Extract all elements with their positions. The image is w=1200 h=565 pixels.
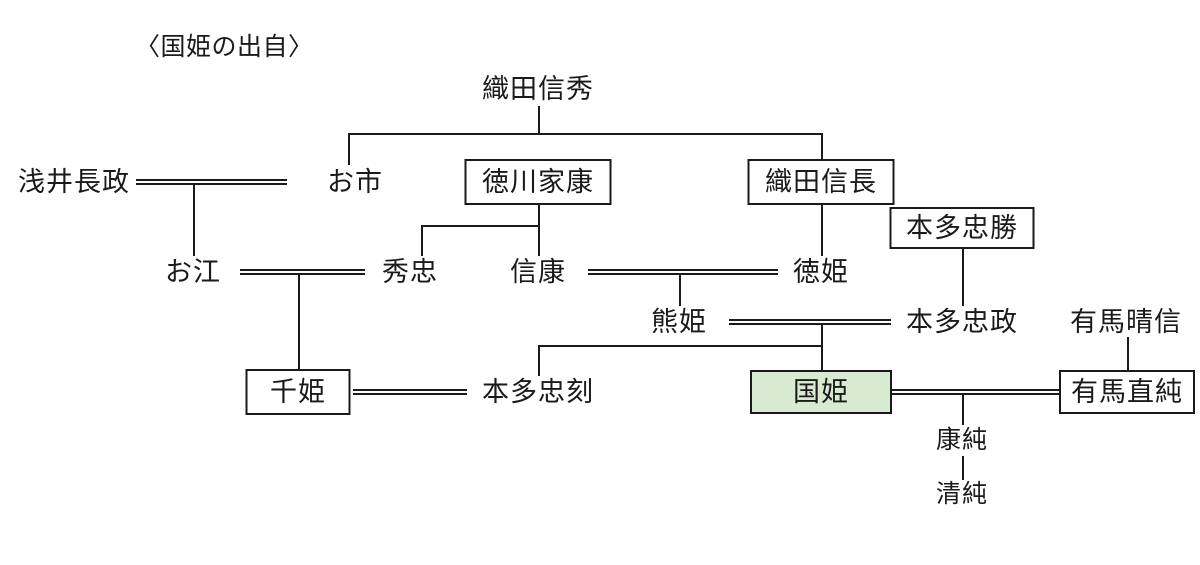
marriage-kumahime-tadamasa [729,319,891,325]
person-honda-tadamasa[interactable]: 本多忠政 [906,306,1018,337]
connector-kuma-to-kunihime [821,345,823,370]
person-arima-harunobu[interactable]: 有馬晴信 [1070,306,1182,337]
connector-nobuhide-bar [348,133,821,135]
connector-ieyasu-bar [421,225,538,227]
connector-kuni-naozumi-to-yasuzumi [962,395,964,425]
connector-kuma-to-tadatoki [538,345,540,376]
person-honda-tadakatsu[interactable]: 本多忠勝 [889,207,1035,249]
person-kiyozumi[interactable]: 清純 [935,479,988,508]
connector-harunobu-to-naozumi [1127,337,1129,370]
marriage-ogo-hidetada [240,269,365,275]
connector-kuma-tadamasa-stem [821,325,823,345]
person-nobuyasu[interactable]: 信康 [510,256,566,287]
connector-azai-oichi-to-ogo [193,185,195,256]
connector-nobuhide-to-oichi [348,133,350,165]
person-senhime[interactable]: 千姫 [245,369,351,415]
person-tokugawa-ieyasu[interactable]: 徳川家康 [464,159,612,205]
marriage-azai-oichi [136,179,287,185]
connector-nobuhide-to-nobunaga [821,133,823,160]
person-honda-tadatoki[interactable]: 本多忠刻 [482,376,594,407]
marriage-kunihime-naozumi [892,389,1060,395]
connector-ogo-hidetada-to-senhime [298,275,300,370]
marriage-senhime-tadatoki [353,389,467,395]
connector-nobuhide-stem [538,106,540,134]
person-hidetada[interactable]: 秀忠 [382,256,438,287]
connector-yasuzumi-to-kiyozumi [962,456,964,480]
connector-ieyasu-stem [538,205,540,225]
marriage-nobuyasu-tokuhime [588,269,778,275]
person-kunihime[interactable]: 国姫 [750,370,892,414]
person-kumahime[interactable]: 熊姫 [651,306,707,337]
person-azai-nagamasa[interactable]: 浅井長政 [18,166,130,197]
person-arima-naozumi[interactable]: 有馬直純 [1059,370,1195,414]
connector-kuma-tadamasa-bar [538,345,823,347]
connector-tadakatsu-to-tadamasa [962,248,964,306]
person-tokuhime[interactable]: 徳姫 [793,256,849,287]
connector-nobunaga-to-tokuhime [821,205,823,256]
person-ogo[interactable]: お江 [165,256,221,287]
person-oda-nobuhide[interactable]: 織田信秀 [482,73,594,104]
person-yasuzumi[interactable]: 康純 [935,425,988,454]
connector-ieyasu-to-nobuyasu [538,225,540,256]
person-oda-nobunaga[interactable]: 織田信長 [747,159,895,205]
diagram-title: 〈国姫の出自〉 [135,33,314,61]
connector-ieyasu-to-hidetada [421,225,423,256]
connector-nobuyasu-tokuhime-to-kumahime [679,275,681,306]
person-oichi[interactable]: お市 [327,166,383,197]
